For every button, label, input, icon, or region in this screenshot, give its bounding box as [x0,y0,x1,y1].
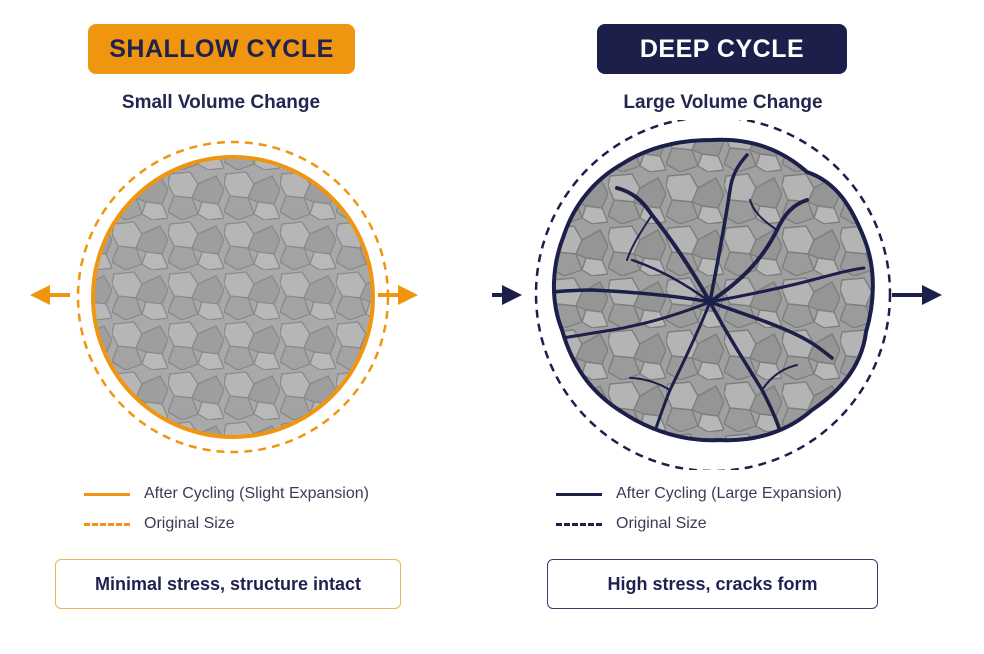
after-cycling-outline [91,155,375,439]
shallow-cycle-subtitle: Small Volume Change [121,92,321,113]
right-expansion-arrow-icon [378,285,418,305]
legend-after-label: After Cycling (Slight Expansion) [144,485,369,502]
left-expansion-arrow-icon [30,285,70,305]
left-incoming-arrow-icon [492,285,522,305]
crack-lines [553,153,866,441]
deep-callout: High stress, cracks form [547,559,878,609]
shallow-cycle-title: SHALLOW CYCLE [88,24,355,74]
solid-line-swatch [84,492,130,496]
original-size-outline [534,120,892,470]
deep-cycle-title: DEEP CYCLE [597,24,847,74]
legend-original-size: Original Size [84,514,235,534]
legend-after-cycling: After Cycling (Large Expansion) [556,484,842,504]
legend-original-label: Original Size [144,515,235,532]
right-outgoing-arrow-icon [892,285,942,305]
shallow-particle-grains [93,157,373,437]
legend-after-cycling: After Cycling (Slight Expansion) [84,484,369,504]
legend-after-label: After Cycling (Large Expansion) [616,485,842,502]
shallow-callout: Minimal stress, structure intact [55,559,401,609]
dashed-line-swatch [84,522,130,526]
shallow-particle-diagram [30,140,418,454]
after-cycling-outline [552,137,875,443]
deep-particle-diagram [492,120,942,470]
deep-particle-grains [553,139,873,441]
shallow-cycle-panel: SHALLOW CYCLE Small Volume Change [30,24,418,609]
legend-original-size: Original Size [556,514,707,534]
legend-original-label: Original Size [616,515,707,532]
deep-cycle-panel: DEEP CYCLE Large Volume Change [492,0,984,654]
solid-line-swatch [556,492,602,496]
dashed-line-swatch [556,522,602,526]
deep-cycle-subtitle: Large Volume Change [623,92,823,113]
